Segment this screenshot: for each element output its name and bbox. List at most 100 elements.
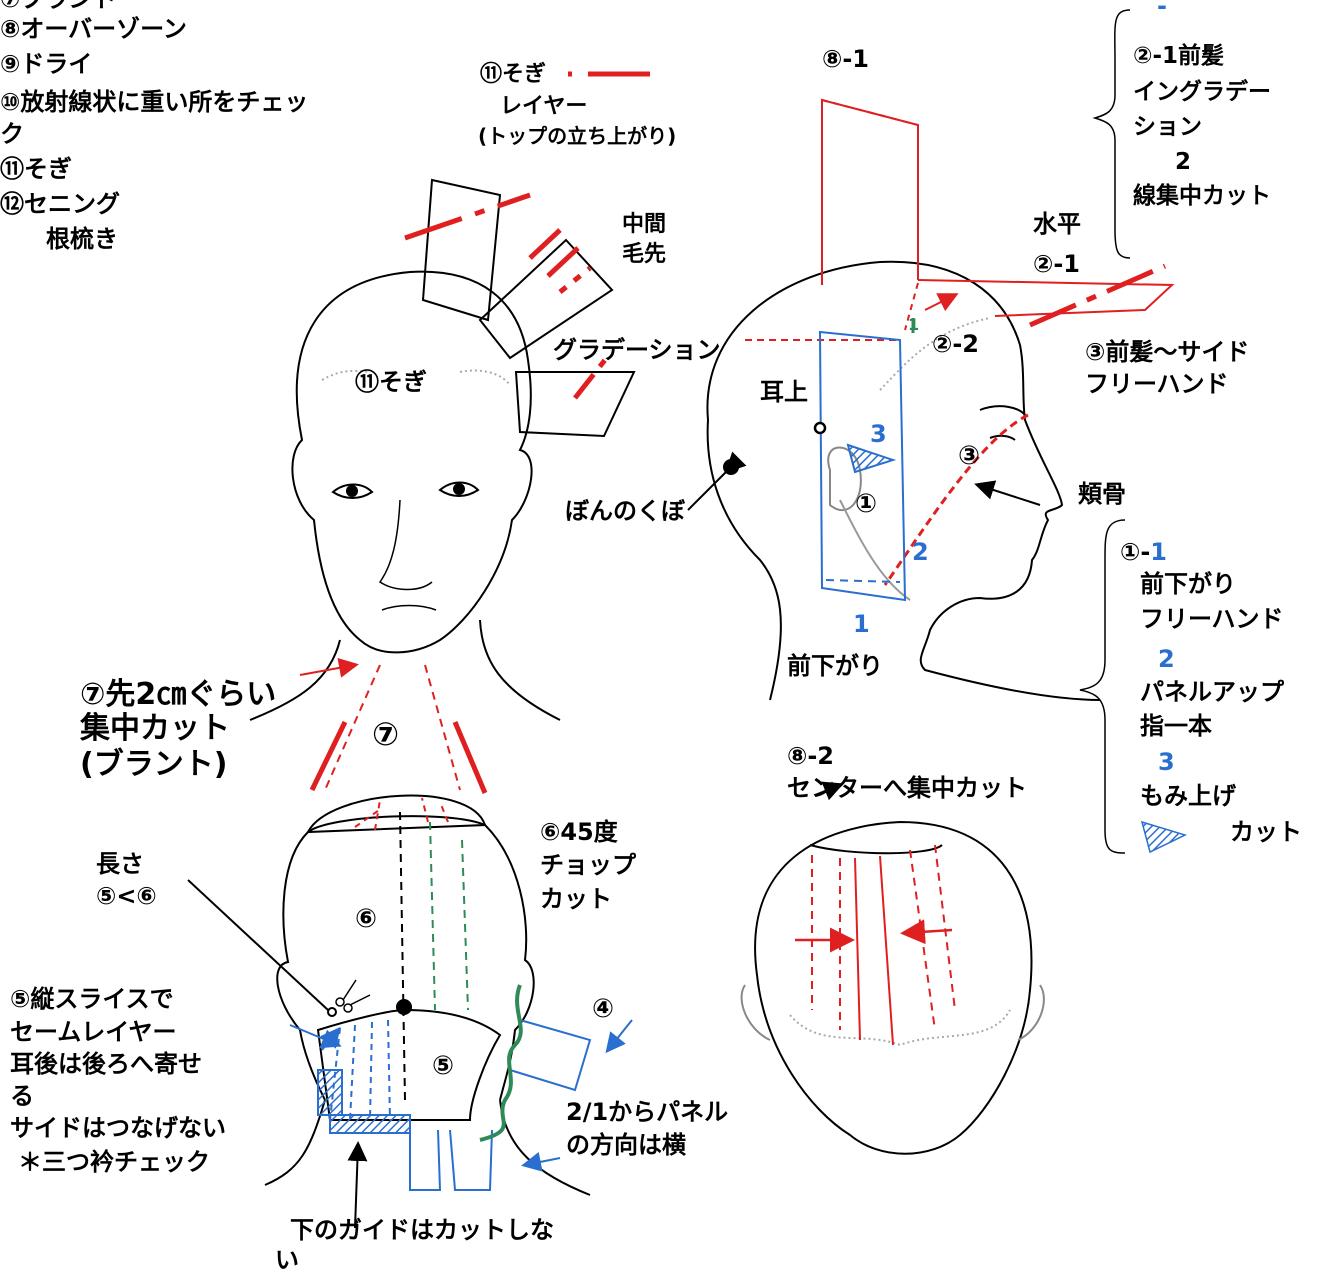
- label-six-3: カット: [540, 885, 612, 913]
- label-circle5: ⑤: [432, 1051, 455, 1081]
- label-front-sogi: ⑪そぎ: [355, 368, 427, 396]
- top-note-line: [568, 71, 650, 77]
- label-ear-top: 耳上: [760, 378, 808, 406]
- back-head-outline: [264, 815, 591, 1196]
- brace-bottom: [1079, 519, 1126, 854]
- step-12: ⑫セニング: [0, 190, 120, 218]
- step-10: ⑩放射線状に重い所をチェッ: [0, 88, 309, 116]
- note-c-1: ①-1: [1120, 538, 1167, 567]
- note-c-2: 前下がり: [1140, 570, 1236, 598]
- label-five-4: る: [10, 1082, 34, 1110]
- note-c-1b: 1: [1150, 538, 1167, 566]
- label-seven-3: (ブラント): [80, 747, 228, 782]
- crown-head: [740, 781, 1045, 1155]
- scissors-icon: [335, 979, 371, 1013]
- mouth: [381, 604, 437, 611]
- side-head-outline: [706, 260, 1101, 701]
- label-five-5: サイドはつなげない: [10, 1114, 226, 1142]
- label-middle: 中間: [622, 212, 667, 237]
- label-five-1: ⑤縦スライスで: [10, 985, 174, 1013]
- label-gradation: グラデーション: [553, 336, 721, 364]
- top-note-3: (トップの立ち上がり): [478, 124, 677, 148]
- step-10-cont: ク: [0, 120, 24, 148]
- label-two-two: ②-2: [932, 330, 979, 358]
- note-c-7: 3: [1158, 748, 1175, 776]
- label-seven-2: 集中カット: [80, 711, 230, 746]
- label-horizontal: 水平: [1033, 210, 1081, 238]
- note-c-4: 2: [1158, 645, 1175, 673]
- label-two-one: ②-1: [1033, 250, 1080, 278]
- label-num1: 1: [853, 610, 870, 638]
- side-head: [706, 98, 1175, 701]
- note-c-3: フリーハンド: [1140, 605, 1284, 633]
- step-9: ⑨ドライ: [0, 50, 93, 78]
- label-panel-1: 2/1からパネル: [566, 1098, 729, 1126]
- label-five-3: 耳後は後ろへ寄せ: [10, 1050, 202, 1078]
- label-guide-1: 下のガイドはカットしな: [290, 1216, 554, 1244]
- note-c-1a: ①-: [1120, 538, 1151, 566]
- note-dash: -: [1157, 0, 1167, 20]
- top-note-1: ⑪そぎ: [480, 62, 547, 87]
- side-eye: [989, 434, 1016, 441]
- top-slice: [306, 794, 487, 834]
- brow: [979, 405, 1026, 416]
- right-eye: [438, 481, 480, 497]
- label-circle3: ③: [958, 441, 981, 471]
- label-center-cut: センターへ集中カット: [787, 774, 1027, 802]
- top-panel: [421, 178, 502, 322]
- brace-top: [1092, 9, 1131, 259]
- label-five-6: ＊三つ衿チェック: [18, 1148, 210, 1176]
- label-tips: 毛先: [622, 242, 667, 267]
- label-front-down: 前下がり: [787, 652, 883, 680]
- label-eight-one: ⑧-1: [822, 45, 869, 73]
- step-11: ⑪そぎ: [0, 155, 72, 183]
- label-six-1: ⑥45度: [540, 818, 618, 846]
- top-note-2: レイヤー: [500, 94, 588, 119]
- front-head-outline: [291, 270, 533, 654]
- crown-outline: [754, 820, 1033, 1155]
- note-b-4: 2: [1175, 149, 1192, 175]
- neck-right: [479, 619, 561, 721]
- label-green1: 1: [908, 315, 920, 334]
- label-guide-2: い: [275, 1246, 299, 1274]
- label-length-1: 長さ: [96, 850, 144, 878]
- step-7-partial: ⑦ブラント: [0, 0, 116, 14]
- neck-left: [249, 639, 341, 721]
- front-hairline: [321, 369, 511, 386]
- back-head: [187, 720, 633, 1229]
- note-b-1: ②-1前髪: [1133, 43, 1225, 69]
- side-panel: [514, 371, 636, 438]
- front-head: [249, 178, 747, 791]
- label-six-2: チョップ: [540, 851, 636, 879]
- legend-cut-triangle-icon: [1140, 820, 1188, 854]
- label-num2: 2: [912, 538, 929, 566]
- note-c-9: カット: [1230, 818, 1302, 846]
- note-c-8: もみ上げ: [1140, 782, 1236, 810]
- label-five-2: セームレイヤー: [10, 1018, 177, 1046]
- label-three-1: ③前髪～サイド: [1085, 338, 1250, 366]
- note-c-6: 指一本: [1140, 712, 1212, 740]
- label-circle6: ⑥: [355, 904, 378, 934]
- label-seven-1: ⑦先2㎝ぐらい: [80, 677, 277, 712]
- label-three-2: フリーハンド: [1085, 370, 1229, 398]
- label-cheekbone: 頬骨: [1078, 480, 1126, 508]
- step-8: ⑧オーバーゾーン: [0, 15, 187, 43]
- middle-panel: [478, 238, 614, 360]
- left-eye: [331, 483, 374, 499]
- label-circle1: ①: [855, 489, 878, 519]
- label-eight-two: ⑧-2: [787, 742, 834, 770]
- step-12-cont: 根梳き: [46, 225, 118, 253]
- note-b-2: イングラデー: [1133, 79, 1271, 105]
- label-bon-no-kubo: ぼんのくぼ: [565, 497, 685, 525]
- jaw: [839, 499, 911, 601]
- label-num3: 3: [870, 420, 887, 448]
- nose: [378, 499, 433, 591]
- note-c-5: パネルアップ: [1140, 678, 1284, 706]
- note-b-5: 線集中カット: [1133, 183, 1271, 209]
- label-circle4: ④: [592, 994, 615, 1024]
- side-hairline: [879, 317, 991, 391]
- cut-triangle-icon: [846, 443, 897, 474]
- note-b-3: ション: [1133, 114, 1202, 140]
- label-length-2: ⑤<⑥: [96, 882, 157, 910]
